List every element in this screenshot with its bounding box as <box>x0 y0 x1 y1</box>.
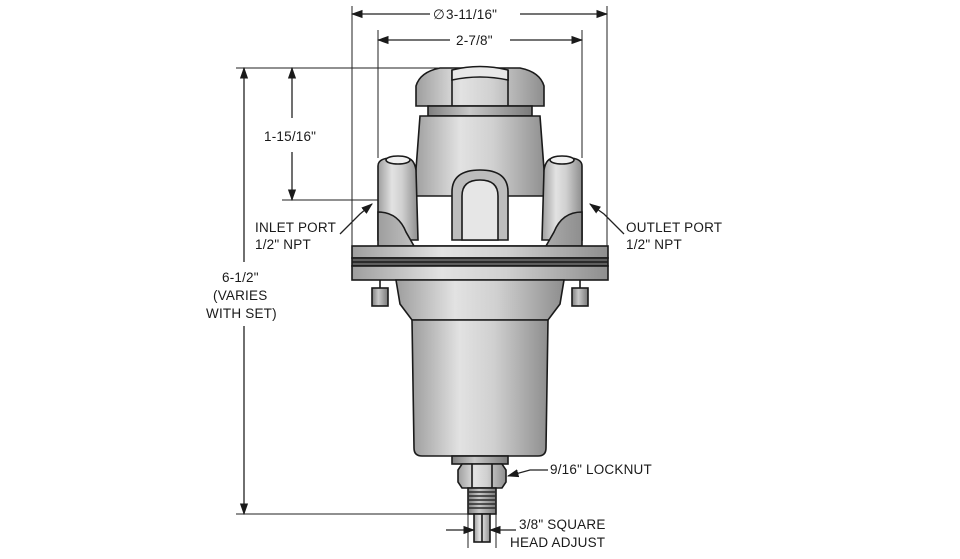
outer-diameter-label: 3-11/16" <box>446 7 497 22</box>
square-head-line1: 3/8" SQUARE <box>519 517 606 532</box>
flange-bottom <box>351 265 609 281</box>
outlet-port-label: OUTLET PORT <box>626 220 722 235</box>
dimension-lines <box>236 6 625 548</box>
diameter-symbol: ∅ <box>433 7 445 22</box>
flange-top <box>351 245 609 259</box>
labels: ∅ 3-11/16" 2-7/8" 1-15/16" 6-1/2" (VARIE… <box>206 7 722 550</box>
cap-height-label: 1-15/16" <box>264 129 316 144</box>
locknut <box>457 463 507 489</box>
outlet-port-size: 1/2" NPT <box>626 237 682 252</box>
spring-housing <box>411 319 549 457</box>
housing-taper <box>395 279 565 321</box>
inner-width-label: 2-7/8" <box>456 33 493 48</box>
overall-height-line1: 6-1/2" <box>222 270 259 285</box>
square-head-line2: HEAD ADJUST <box>510 535 605 550</box>
overall-height-line2: (VARIES <box>213 288 267 303</box>
inlet-port-label: INLET PORT <box>255 220 336 235</box>
overall-height-line3: WITH SET) <box>206 306 277 321</box>
cap-collar <box>427 105 533 117</box>
hex-cap <box>415 67 545 107</box>
lower-bonnet <box>377 211 583 247</box>
flange-bolts <box>371 280 589 307</box>
regulator-body <box>351 65 609 543</box>
locknut-label: 9/16" LOCKNUT <box>550 462 652 477</box>
inlet-port-size: 1/2" NPT <box>255 237 311 252</box>
housing-neck <box>451 455 509 465</box>
